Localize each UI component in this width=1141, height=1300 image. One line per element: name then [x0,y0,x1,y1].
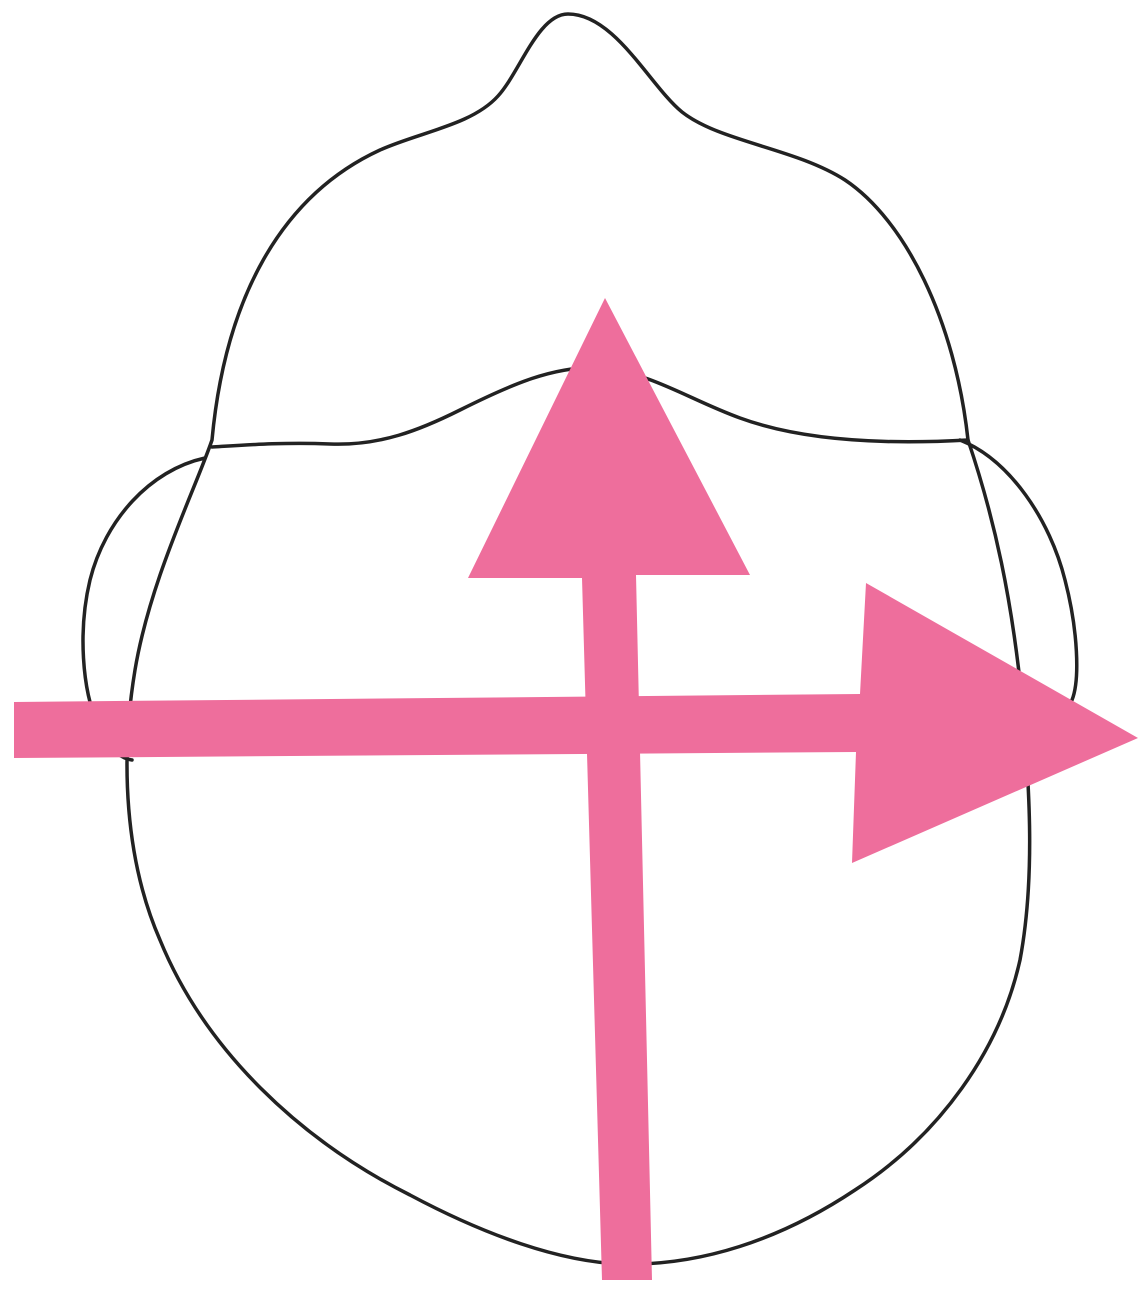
vertical-arrow-icon [468,298,750,1280]
horizontal-arrow-icon [14,583,1138,863]
